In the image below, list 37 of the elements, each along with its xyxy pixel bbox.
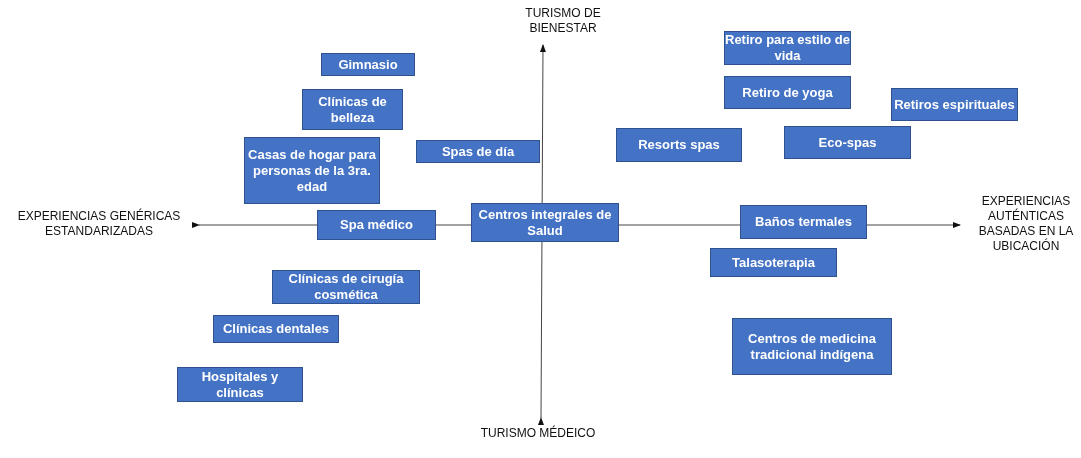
category-label: Clínicas dentales [222,321,330,337]
category-box [891,88,1018,121]
category-box [710,248,837,277]
category-label: Clínicas de belleza [317,93,388,126]
axis-label: TURISMO MÉDEICO [479,426,597,441]
category-label: Gimnasio [338,56,398,73]
category-box [471,203,619,242]
category-box [416,140,540,163]
category-label: Centros integrales de Salud [477,206,613,239]
axis-label: EXPERIENCIAS AUTÉNTICAS BASADAS EN LA UBICACIÓN [977,194,1075,254]
category-box [244,137,380,204]
category-box [740,205,867,239]
category-box [616,128,742,162]
category-box [213,315,339,343]
category-box [732,318,892,375]
axis-label: EXPERIENCIAS GENÉRICAS ESTANDARIZADAS [16,209,182,239]
category-label: Casas de hogar para personas de la 3ra. edad [247,146,377,195]
axis-label: TURISMO DE BIENESTAR [524,6,602,36]
category-box [321,53,415,76]
category-label: Talasoterapia [732,254,815,271]
category-label: Resorts spas [638,137,720,153]
category-label: Centros de medicina tradicional indígena [747,330,877,363]
category-box [302,89,403,130]
category-box [784,126,911,159]
category-box [724,76,851,109]
category-label: Retiro para estilo de vida [725,32,850,64]
category-label: Clínicas de cirugía cosmética [287,271,405,303]
category-label: Hospitales y clínicas [200,368,280,401]
category-label: Spas de día [441,143,515,160]
category-label: Eco-spas [818,134,877,151]
category-box [177,367,303,402]
category-box [272,270,420,304]
category-label: Baños termales [755,214,852,230]
category-label: Retiros espirituales [894,96,1015,113]
category-label: Retiro de yoga [742,84,833,101]
category-label: Spa médico [340,217,413,233]
category-box [317,210,436,240]
